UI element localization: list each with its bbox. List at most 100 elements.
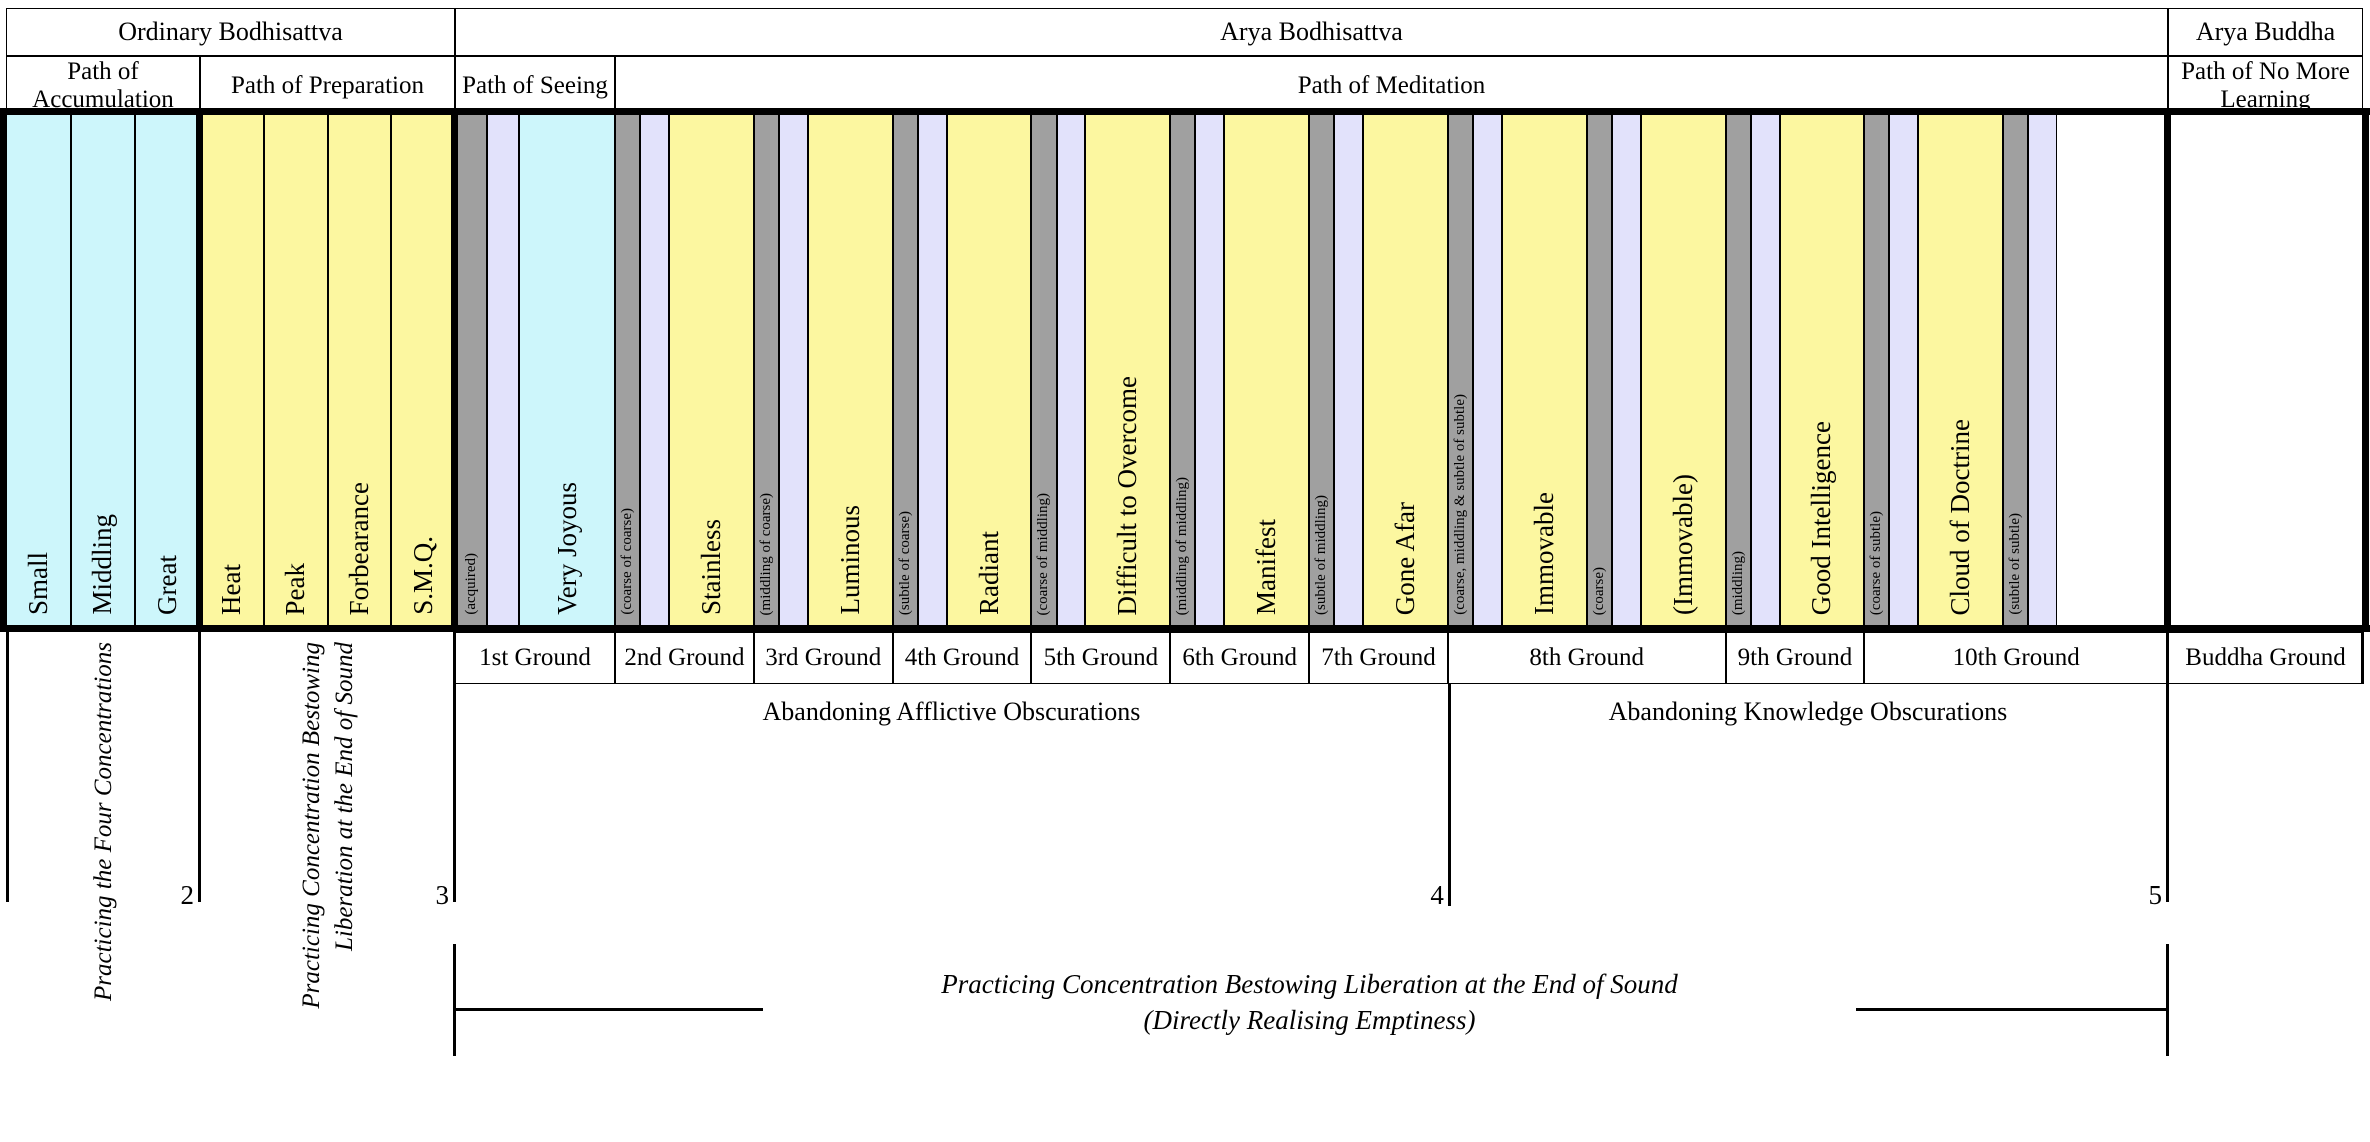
stage-band-label: (Immovable): [1667, 474, 1698, 615]
stage-band-label-wrap: (middling of middling): [1171, 477, 1194, 615]
stage-band[interactable]: S.M.Q.: [391, 115, 455, 625]
stage-band[interactable]: (middling of middling): [1170, 115, 1196, 625]
stage-band[interactable]: (acquired): [455, 115, 487, 625]
stage-band[interactable]: Forbearance: [327, 115, 392, 625]
ground-cell[interactable]: 7th Ground: [1309, 632, 1448, 684]
header-path-label: Path of Seeing: [462, 71, 608, 99]
stage-band[interactable]: (Immovable): [1640, 115, 1726, 625]
caption-tick-left: [453, 944, 456, 1056]
stage-band[interactable]: Radiant: [946, 115, 1032, 625]
stage-band-label: Radiant: [973, 531, 1004, 615]
header-group-label: Arya Buddha: [2195, 17, 2336, 46]
stage-band[interactable]: (coarse of subtle): [1864, 115, 1890, 625]
ground-cell[interactable]: 9th Ground: [1725, 632, 1865, 684]
stage-band-label-wrap: (Immovable): [1642, 474, 1725, 615]
stage-band[interactable]: [1750, 115, 1780, 625]
stage-band-label: Very Joyous: [551, 482, 582, 615]
marker-rule-3: [453, 632, 456, 902]
stage-band[interactable]: Immovable: [1501, 115, 1587, 625]
header-group-2: Arya Bodhisattva: [455, 8, 2168, 56]
stage-band-label: Middling: [87, 514, 118, 615]
stage-band-label-wrap: (coarse): [1588, 567, 1611, 615]
ground-label: 6th Ground: [1182, 644, 1297, 671]
ground-cell[interactable]: 1st Ground: [455, 632, 615, 684]
stage-band[interactable]: (middling): [1725, 115, 1751, 625]
stage-band-label-wrap: Good Intelligence: [1781, 421, 1864, 615]
stage-band[interactable]: [1472, 115, 1502, 625]
stage-band-label-wrap: (coarse of subtle): [1865, 511, 1888, 615]
stage-band[interactable]: Stainless: [668, 115, 754, 625]
stage-band-label-wrap: Peak: [265, 563, 327, 615]
stage-band[interactable]: Peak: [263, 115, 328, 625]
stage-band[interactable]: [487, 115, 519, 625]
stage-band-label-wrap: Stainless: [670, 519, 753, 615]
stage-band-label-wrap: Radiant: [948, 531, 1031, 615]
stage-band[interactable]: (coarse of coarse): [615, 115, 641, 625]
stage-band[interactable]: [917, 115, 947, 625]
stage-band[interactable]: (subtle of middling): [1309, 115, 1335, 625]
stage-band[interactable]: [2028, 115, 2058, 625]
stage-band[interactable]: [778, 115, 808, 625]
stage-band[interactable]: Great: [135, 115, 200, 625]
ground-label: 8th Ground: [1529, 644, 1644, 671]
ground-cell[interactable]: 5th Ground: [1031, 632, 1171, 684]
group-divider: [0, 115, 7, 625]
obscuration-cell: Abandoning Knowledge Obscurations: [1448, 684, 2168, 740]
stage-band-label-wrap: S.M.Q.: [392, 536, 454, 615]
stage-band-label-wrap: Cloud of Doctrine: [1919, 419, 2002, 615]
stage-band[interactable]: (subtle of coarse): [892, 115, 918, 625]
stage-band-label-wrap: (acquired): [456, 553, 486, 615]
stage-band-label: Forbearance: [343, 481, 374, 615]
stage-band-label: (coarse of middling): [1035, 492, 1052, 615]
strip-border: [0, 625, 2370, 632]
stage-band[interactable]: [1889, 115, 1919, 625]
stage-band-label: (middling of middling): [1174, 476, 1191, 615]
ground-cell[interactable]: 6th Ground: [1170, 632, 1310, 684]
grounds-right-edge: [2361, 632, 2364, 684]
stage-band-label-wrap: Small: [7, 552, 70, 615]
group-divider: [2362, 115, 2369, 625]
stage-band-label: (subtle of coarse): [896, 510, 913, 615]
ground-cell[interactable]: 8th Ground: [1447, 632, 1726, 684]
stage-band[interactable]: (coarse): [1586, 115, 1612, 625]
stage-band[interactable]: Gone Afar: [1363, 115, 1448, 625]
stage-band[interactable]: Middling: [70, 115, 136, 625]
stage-band[interactable]: Small: [6, 115, 71, 625]
stage-band-label: (coarse, middling & subtle of subtle): [1451, 394, 1468, 615]
stage-band[interactable]: Cloud of Doctrine: [1918, 115, 2004, 625]
stage-band[interactable]: Difficult to Overcome: [1085, 115, 1171, 625]
stage-band-label-wrap: Gone Afar: [1364, 502, 1447, 615]
stage-band[interactable]: Luminous: [807, 115, 893, 625]
stage-band[interactable]: (coarse, middling & subtle of subtle): [1447, 115, 1473, 625]
stage-band[interactable]: (subtle of subtle): [2003, 115, 2029, 625]
stage-band[interactable]: Heat: [200, 115, 264, 625]
ground-cell[interactable]: Buddha Ground: [2168, 632, 2363, 684]
stage-band[interactable]: Very Joyous: [519, 115, 615, 625]
stage-band[interactable]: Good Intelligence: [1779, 115, 1865, 625]
stage-band[interactable]: [640, 115, 669, 625]
stage-band[interactable]: Manifest: [1224, 115, 1310, 625]
stage-band-label-wrap: Manifest: [1225, 519, 1308, 615]
ground-label: 2nd Ground: [624, 644, 745, 671]
stage-band[interactable]: [1611, 115, 1641, 625]
stage-band[interactable]: [1195, 115, 1225, 625]
stage-band[interactable]: (middling of coarse): [753, 115, 779, 625]
stage-band[interactable]: [1056, 115, 1086, 625]
stage-band-label-wrap: (middling): [1727, 551, 1750, 615]
ground-cell[interactable]: 4th Ground: [892, 632, 1032, 684]
stage-band-label: (subtle of subtle): [2007, 513, 2024, 615]
ground-cell[interactable]: 3rd Ground: [753, 632, 893, 684]
header-group-1: Ordinary Bodhisattva: [6, 8, 455, 56]
ground-cell[interactable]: 10th Ground: [1864, 632, 2168, 684]
stage-band-label: Luminous: [834, 505, 865, 615]
stage-band-label: (middling): [1729, 550, 1746, 615]
stage-band-label-wrap: (coarse, middling & subtle of subtle): [1449, 394, 1472, 615]
stage-band-label-wrap: Great: [136, 555, 199, 615]
stage-band[interactable]: [1334, 115, 1364, 625]
ground-cell[interactable]: 2nd Ground: [615, 632, 754, 684]
stage-band-label: S.M.Q.: [407, 536, 438, 615]
group-divider: [196, 115, 203, 625]
stage-band[interactable]: (coarse of middling): [1031, 115, 1057, 625]
